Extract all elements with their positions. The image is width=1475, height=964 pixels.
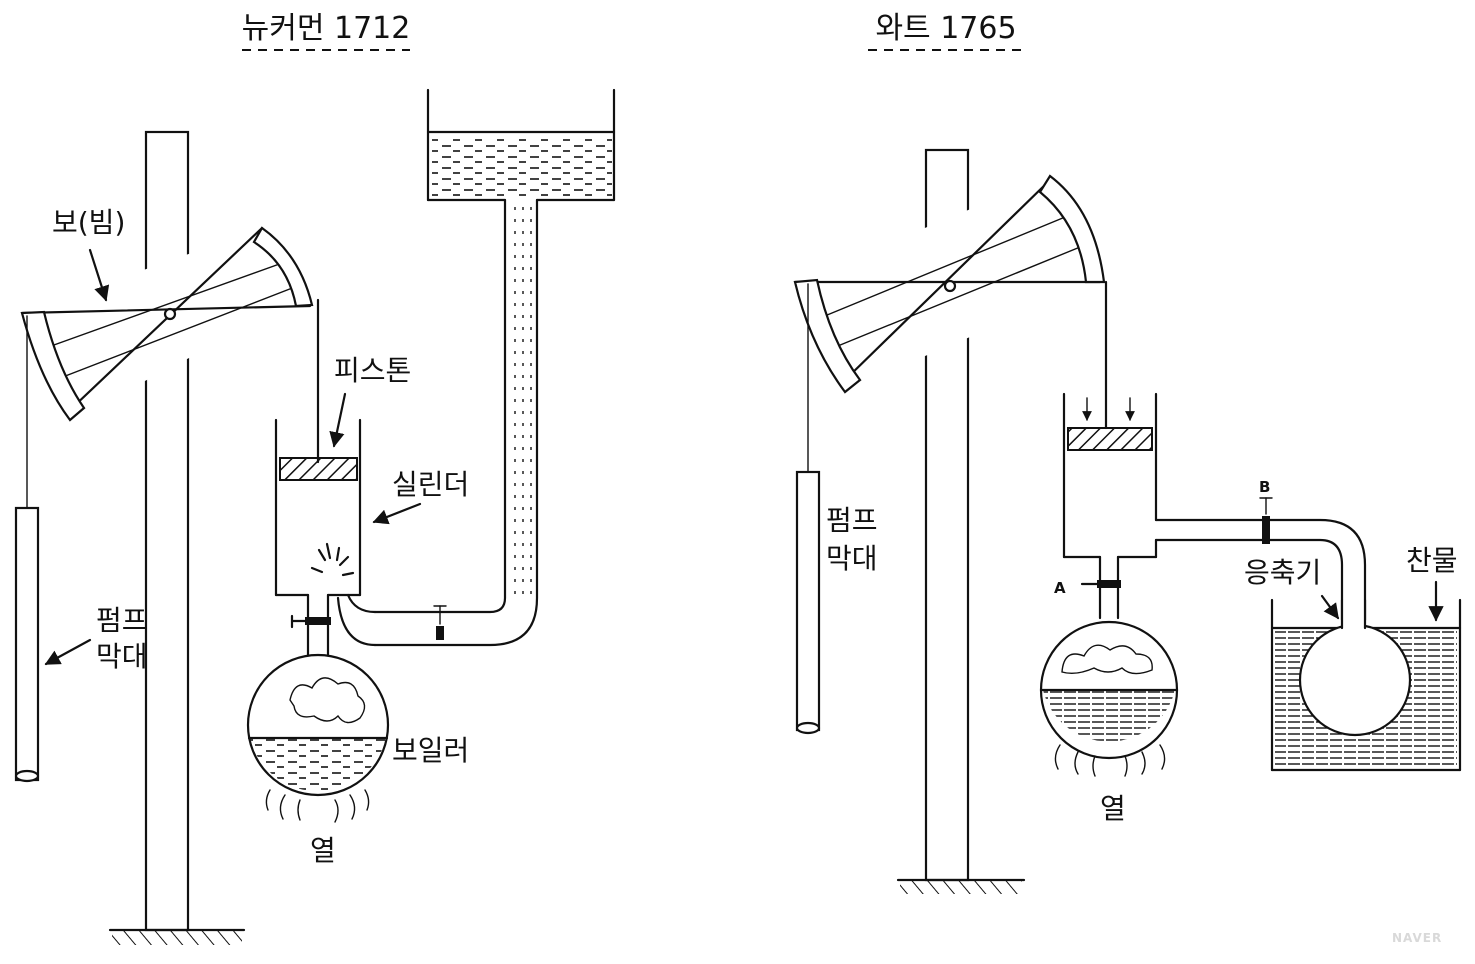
newcomen-beam bbox=[20, 226, 314, 422]
watt-condenser-bulb bbox=[1298, 623, 1412, 737]
newcomen-injection-pipe bbox=[336, 198, 539, 647]
watt-condenser-label: 응축기 bbox=[1244, 556, 1321, 589]
watt-engine: 와트 1765 bbox=[793, 11, 1462, 894]
watt-heat-label: 열 bbox=[1100, 792, 1126, 825]
watt-boiler-neck bbox=[1080, 555, 1121, 620]
newcomen-beam-arrow bbox=[88, 248, 110, 302]
newcomen-pump-rod bbox=[14, 506, 40, 782]
newcomen-boiler-label: 보일러 bbox=[392, 734, 469, 767]
watt-pump-rod bbox=[795, 470, 821, 732]
newcomen-beam-label: 보(빔) bbox=[52, 206, 125, 239]
newcomen-post bbox=[144, 130, 190, 932]
watt-cold-water-label: 찬물 bbox=[1406, 544, 1458, 577]
watt-cylinder bbox=[1062, 392, 1158, 559]
naver-watermark: NAVER bbox=[1392, 931, 1442, 945]
watt-piston bbox=[1067, 427, 1153, 451]
newcomen-engine: 뉴커먼 1712 bbox=[14, 11, 616, 945]
watt-valve-b-label: B bbox=[1259, 478, 1270, 496]
watt-beam bbox=[793, 174, 1106, 394]
newcomen-heat-label: 열 bbox=[310, 834, 336, 867]
watt-valve-a-label: A bbox=[1054, 579, 1066, 597]
watt-title: 와트 1765 bbox=[875, 11, 1016, 46]
newcomen-pump-rod-label-1: 펌프 bbox=[96, 604, 148, 637]
newcomen-boiler bbox=[246, 653, 390, 823]
newcomen-ground bbox=[108, 928, 246, 945]
newcomen-pump-rod-arrow bbox=[44, 638, 92, 666]
newcomen-piston-arrow bbox=[329, 392, 347, 448]
newcomen-water-tank bbox=[426, 88, 616, 202]
watt-ground bbox=[896, 878, 1026, 894]
watt-pump-rod-label-1: 펌프 bbox=[826, 504, 878, 537]
watt-boiler bbox=[1039, 620, 1179, 777]
newcomen-boiler-neck bbox=[290, 593, 331, 657]
newcomen-pump-rod-label-2: 막대 bbox=[96, 640, 148, 673]
newcomen-cylinder-arrow bbox=[372, 502, 422, 525]
watt-condenser-arrow bbox=[1320, 594, 1340, 620]
watt-condenser-pipe bbox=[1154, 497, 1367, 622]
newcomen-title: 뉴커먼 1712 bbox=[242, 11, 411, 46]
newcomen-piston bbox=[279, 457, 358, 481]
watt-pump-rod-label-2: 막대 bbox=[826, 542, 878, 575]
newcomen-cylinder-label: 실린더 bbox=[392, 468, 469, 501]
newcomen-cylinder bbox=[274, 418, 362, 597]
newcomen-piston-label: 피스톤 bbox=[334, 354, 411, 387]
